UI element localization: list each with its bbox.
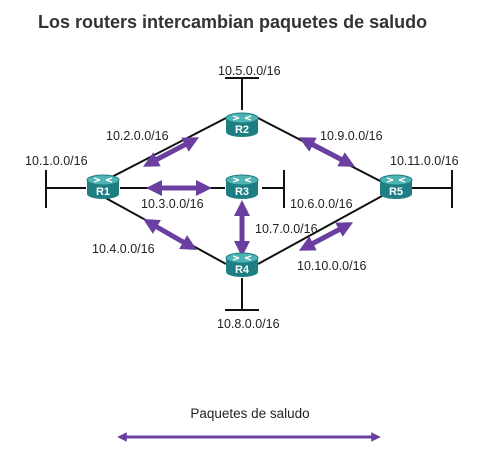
- network-label-10-10: 10.10.0.0/16: [297, 259, 367, 273]
- router-r2[interactable]: R2: [225, 112, 259, 137]
- router-label-r3: R3: [235, 186, 249, 198]
- router-r3[interactable]: R3: [225, 174, 259, 199]
- router-icon: [93, 177, 113, 183]
- hello-arrow-r1-r2: [142, 137, 200, 167]
- network-label-10-1: 10.1.0.0/16: [25, 154, 88, 168]
- network-label-10-11: 10.11.0.0/16: [390, 154, 459, 168]
- hello-arrow-r1-r4: [143, 219, 197, 250]
- network-label-10-5: 10.5.0.0/16: [218, 64, 281, 78]
- network-label-10-4: 10.4.0.0/16: [92, 242, 155, 256]
- link-r1-r2: [101, 117, 227, 183]
- network-label-10-9: 10.9.0.0/16: [320, 129, 383, 143]
- network-label-10-3: 10.3.0.0/16: [141, 197, 204, 211]
- hello-arrows: [142, 137, 356, 258]
- router-icon: [232, 115, 252, 121]
- router-label-r1: R1: [96, 186, 110, 198]
- legend: Paquetes de saludo: [117, 406, 381, 442]
- router-icon: [232, 177, 252, 183]
- router-label-r4: R4: [235, 264, 250, 276]
- lan-segments: [45, 77, 453, 311]
- router-label-r2: R2: [235, 124, 249, 136]
- hello-arrow-r2-r5: [298, 137, 356, 167]
- diagram-title: Los routers intercambian paquetes de sal…: [38, 12, 428, 32]
- router-icon: [232, 255, 252, 261]
- network-label-10-8: 10.8.0.0/16: [217, 317, 280, 331]
- router-r4[interactable]: R4: [225, 252, 259, 277]
- router-icon: [386, 177, 406, 183]
- network-label-10-7: 10.7.0.0/16: [255, 222, 318, 236]
- legend-label: Paquetes de saludo: [190, 406, 309, 421]
- network-label-10-6: 10.6.0.0/16: [290, 197, 353, 211]
- hello-arrow-r4-r5: [298, 222, 354, 251]
- network-label-10-2: 10.2.0.0/16: [106, 129, 169, 143]
- router-label-r5: R5: [389, 186, 403, 198]
- router-r5[interactable]: R5: [379, 174, 413, 199]
- router-r1[interactable]: R1: [86, 174, 120, 199]
